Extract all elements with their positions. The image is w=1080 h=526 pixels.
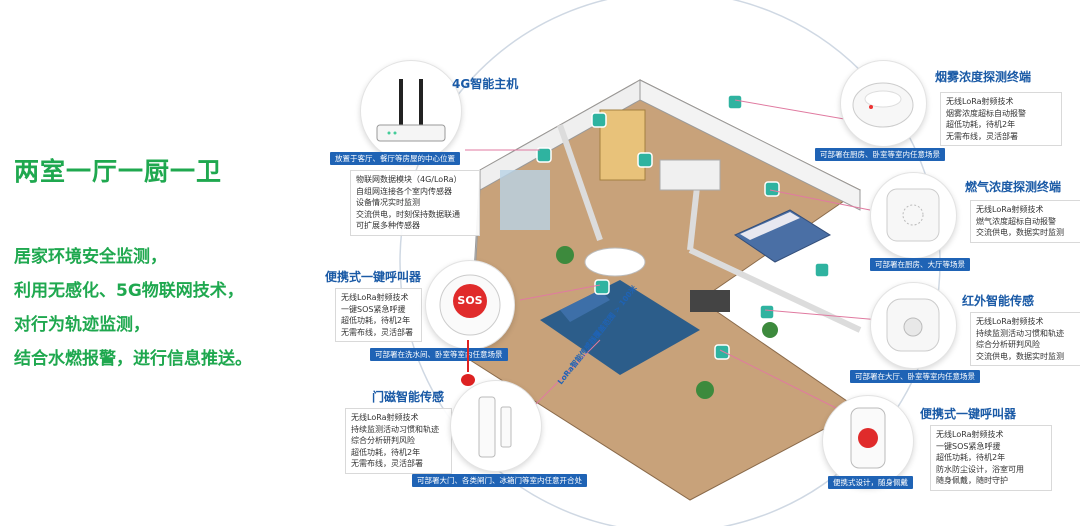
spec-line: 随身佩戴，随时守护 <box>936 476 1008 486</box>
spec-line: 超低功耗，待机2年 <box>946 120 1016 130</box>
feature-item: 结合水燃报警，进行信息推送。 <box>14 349 252 369</box>
spec-line: 交流供电，数据实时监测 <box>976 351 1064 361</box>
sensor-marker <box>536 147 552 163</box>
spec-line: 无线LoRa射频技术 <box>976 205 1044 214</box>
smoke-detector-icon <box>852 82 914 128</box>
gas-image <box>870 172 957 259</box>
sos-left-image: SOS <box>425 260 515 350</box>
bed-pillow <box>740 212 800 240</box>
feature-list: 居家环境安全监测， 利用无感化、5G物联网技术， 对行为轨迹监测， 结合水燃报警… <box>14 240 252 376</box>
spec-line: 一键SOS紧急呼援 <box>936 441 1001 451</box>
spec-line: 一键SOS紧急呼援 <box>341 304 406 314</box>
infrared-image <box>870 282 957 369</box>
spec-line: 防水防尘设计，浴室可用 <box>936 464 1024 474</box>
gateway-image <box>360 60 462 162</box>
spec-line: 交流供电，时刻保持数据联通 <box>356 209 460 219</box>
gas-specs: 无线LoRa射频技术 燃气浓度超标自动报警 交流供电，数据实时监测 <box>970 200 1080 243</box>
spec-line: 无线LoRa射频技术 <box>351 413 419 422</box>
feature-item: 居家环境安全监测， <box>14 247 167 267</box>
sensor-marker <box>727 94 743 110</box>
sofa <box>560 290 610 322</box>
spec-line: 烟雾浓度超标自动报警 <box>946 108 1026 118</box>
spec-line: 超低功耗，待机2年 <box>936 453 1006 463</box>
gateway-deploy-bar: 放置于客厅、餐厅等房屋的中心位置 <box>330 152 460 165</box>
door-image <box>450 380 542 472</box>
plant <box>762 322 778 338</box>
spec-line: 综合分析研判风险 <box>976 340 1040 350</box>
spec-line: 自组网连接各个室内传感器 <box>356 186 452 196</box>
spec-line: 超低功耗，待机2年 <box>341 316 411 326</box>
sos-right-deploy-bar: 便携式设计，随身佩戴 <box>828 476 913 489</box>
spec-line: 无需布线，灵活部署 <box>946 131 1018 141</box>
plant <box>556 246 574 264</box>
tv <box>690 290 730 312</box>
spec-line: 可扩展多种传感器 <box>356 221 420 231</box>
sos-right-specs: 无线LoRa射频技术 一键SOS紧急呼援 超低功耗，待机2年 防水防尘设计，浴室… <box>930 425 1052 491</box>
feature-item: 利用无感化、5G物联网技术， <box>14 281 244 301</box>
router-icon <box>376 79 446 142</box>
sos-button-icon <box>439 274 501 336</box>
sos-text: SOS <box>457 294 483 307</box>
inner-wall <box>688 247 862 333</box>
sos-right-image <box>822 395 914 487</box>
spec-line: 无线LoRa射频技术 <box>976 317 1044 326</box>
sos-left-specs: 无线LoRa射频技术 一键SOS紧急呼援 超低功耗，待机2年 无需布线，灵活部署 <box>335 288 422 343</box>
smoke-specs: 无线LoRa射频技术 烟雾浓度超标自动报警 超低功耗，待机2年 无需布线，灵活部… <box>940 92 1062 147</box>
infrared-sensor-icon <box>886 298 940 352</box>
spec-line: 无线LoRa射频技术 <box>946 97 1014 106</box>
sos-pendant-icon <box>850 407 886 469</box>
smoke-name: 烟雾浓度探测终端 <box>935 70 1032 84</box>
spec-line: 持续监测活动习惯和轨迹 <box>976 328 1064 338</box>
spec-line: 交流供电，数据实时监测 <box>976 228 1064 238</box>
smoke-deploy-bar: 可部署在厨房、卧室等室内任意场景 <box>815 148 945 161</box>
spec-line: 持续监测活动习惯和轨迹 <box>351 424 439 434</box>
door-sensor-icon <box>478 396 512 458</box>
sos-right-name: 便携式一键呼叫器 <box>920 407 1017 421</box>
inner-wall <box>557 124 603 241</box>
dining-table <box>584 247 646 277</box>
spec-line: 无线LoRa射频技术 <box>936 430 1004 439</box>
sensor-marker <box>714 344 730 360</box>
spec-line: 物联网数据模块（4G/LoRa） <box>356 175 462 184</box>
sensor-marker <box>814 262 830 278</box>
smoke-image <box>840 60 927 147</box>
bed <box>733 209 832 263</box>
kitchen-counter <box>659 159 721 191</box>
gas-deploy-bar: 可部署在厨房、大厅等场景 <box>870 258 970 271</box>
spec-line: 超低功耗，待机2年 <box>351 447 421 457</box>
bathroom <box>500 170 550 230</box>
infrared-name: 红外智能传感 <box>962 294 1035 308</box>
sensor-markers <box>536 94 830 360</box>
page-title: 两室一厅一厨一卫 <box>14 157 223 186</box>
infrared-deploy-bar: 可部署在大厅、卧室等室内任意场景 <box>850 370 980 383</box>
door-name: 门磁智能传感 <box>372 390 445 404</box>
lanyard-icon <box>461 340 475 386</box>
floorplan-illustration <box>399 0 941 526</box>
spec-line: 无需布线，灵活部署 <box>351 459 423 469</box>
sos-left-name: 便携式一键呼叫器 <box>325 270 422 284</box>
spec-line: 无需布线，灵活部署 <box>341 327 413 337</box>
door-deploy-bar: 可部署大门、各类闸门、冰箱门等室内任意开合处 <box>412 474 587 487</box>
gas-name: 燃气浓度探测终端 <box>965 180 1062 194</box>
plant <box>696 381 714 399</box>
gateway-specs: 物联网数据模块（4G/LoRa） 自组网连接各个室内传感器 设备情况实时监测 交… <box>350 170 480 236</box>
sensor-marker <box>594 279 610 295</box>
feature-item: 对行为轨迹监测， <box>14 315 150 335</box>
gateway-name: 4G智能主机 <box>452 77 519 91</box>
sensor-marker <box>591 112 607 128</box>
wall-right <box>639 79 861 211</box>
wardrobe <box>599 109 646 181</box>
spec-line: 燃气浓度超标自动报警 <box>976 216 1056 226</box>
door-specs: 无线LoRa射频技术 持续监测活动习惯和轨迹 综合分析研判风险 超低功耗，待机2… <box>345 408 452 474</box>
gas-detector-icon <box>886 188 940 242</box>
sensor-marker <box>764 181 780 197</box>
infrared-specs: 无线LoRa射频技术 持续监测活动习惯和轨迹 综合分析研判风险 交流供电，数据实… <box>970 312 1080 367</box>
sensor-marker <box>637 152 653 168</box>
spec-line: 无线LoRa射频技术 <box>341 293 409 302</box>
spec-line: 综合分析研判风险 <box>351 436 415 446</box>
sensor-marker <box>759 304 775 320</box>
spec-line: 设备情况实时监测 <box>356 198 420 208</box>
sos-left-deploy-bar: 可部署在洗水间、卧室等室内任意场景 <box>370 348 508 361</box>
